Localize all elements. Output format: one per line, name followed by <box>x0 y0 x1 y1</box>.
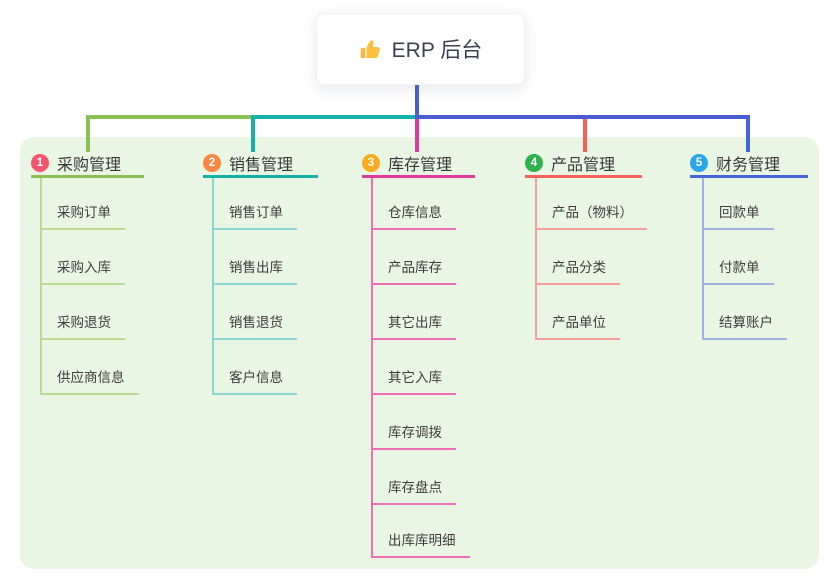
branch-3-number-badge: 3 <box>362 153 380 172</box>
leaf-node-5-1[interactable]: 回款单 <box>702 200 774 230</box>
leaf-node-4-1[interactable]: 产品（物料） <box>535 200 647 230</box>
branch-node-5[interactable]: 5 财务管理 <box>690 150 808 178</box>
leaf-node-3-7[interactable]: 出库库明细 <box>371 528 470 558</box>
mindmap-background <box>20 137 819 569</box>
leaf-node-5-3[interactable]: 结算账户 <box>702 310 787 340</box>
branch-1-child-spine <box>40 178 42 395</box>
branch-5-label: 财务管理 <box>716 156 781 174</box>
leaf-node-1-4[interactable]: 供应商信息 <box>40 365 139 395</box>
branch-4-label: 产品管理 <box>551 156 616 174</box>
branch-1-number-badge: 1 <box>31 153 49 172</box>
bus-segment-right-blue <box>415 115 750 119</box>
leaf-node-1-3[interactable]: 采购退货 <box>40 310 125 340</box>
leaf-node-2-4[interactable]: 客户信息 <box>212 365 297 395</box>
branch-2-number-badge: 2 <box>203 153 221 172</box>
branch-1-label: 采购管理 <box>57 156 122 174</box>
branch-1-drop-connector <box>86 119 90 152</box>
thumbs-up-icon <box>359 38 382 61</box>
branch-node-3[interactable]: 3 库存管理 <box>362 150 475 178</box>
root-trunk-connector <box>415 82 419 119</box>
branch-5-child-spine <box>702 178 704 340</box>
leaf-node-2-1[interactable]: 销售订单 <box>212 200 297 230</box>
branch-5-number-badge: 5 <box>690 153 708 172</box>
branch-4-drop-connector <box>583 119 587 152</box>
branch-4-number-badge: 4 <box>525 153 543 172</box>
branch-node-2[interactable]: 2 销售管理 <box>203 150 318 178</box>
leaf-node-2-2[interactable]: 销售出库 <box>212 255 297 285</box>
leaf-node-4-2[interactable]: 产品分类 <box>535 255 620 285</box>
branch-2-drop-connector <box>251 119 255 152</box>
branch-3-child-spine <box>371 178 373 558</box>
leaf-node-3-4[interactable]: 其它入库 <box>371 365 456 395</box>
branch-node-4[interactable]: 4 产品管理 <box>525 150 642 178</box>
leaf-node-3-3[interactable]: 其它出库 <box>371 310 456 340</box>
root-node-label: ERP 后台 <box>391 39 483 62</box>
branch-2-child-spine <box>212 178 214 395</box>
leaf-node-2-3[interactable]: 销售退货 <box>212 310 297 340</box>
leaf-node-5-2[interactable]: 付款单 <box>702 255 774 285</box>
root-node[interactable]: ERP 后台 <box>316 13 525 85</box>
bus-segment-left-green <box>86 115 255 119</box>
branch-3-label: 库存管理 <box>388 156 453 174</box>
branch-5-drop-connector <box>746 119 750 152</box>
branch-2-label: 销售管理 <box>229 156 294 174</box>
leaf-node-1-2[interactable]: 采购入库 <box>40 255 125 285</box>
leaf-node-3-2[interactable]: 产品库存 <box>371 255 456 285</box>
leaf-node-3-1[interactable]: 仓库信息 <box>371 200 456 230</box>
bus-segment-mid-teal <box>251 115 419 119</box>
branch-3-drop-connector <box>415 119 419 152</box>
branch-node-1[interactable]: 1 采购管理 <box>31 150 144 178</box>
leaf-node-1-1[interactable]: 采购订单 <box>40 200 125 230</box>
leaf-node-4-3[interactable]: 产品单位 <box>535 310 620 340</box>
branch-4-child-spine <box>535 178 537 340</box>
leaf-node-3-5[interactable]: 库存调拨 <box>371 420 456 450</box>
leaf-node-3-6[interactable]: 库存盘点 <box>371 475 456 505</box>
